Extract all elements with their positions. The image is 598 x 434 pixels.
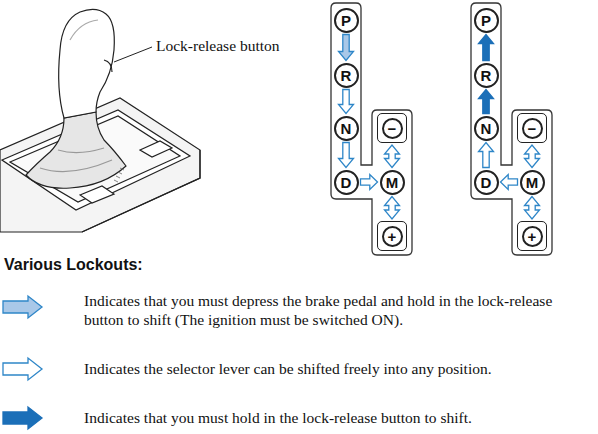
legend-arrow <box>3 358 42 380</box>
gear-letter: − <box>528 121 537 136</box>
gear-circle: N <box>334 116 359 141</box>
shift-button: + <box>517 221 547 251</box>
shift-arrow <box>479 143 494 168</box>
gear-letter: R <box>341 68 352 83</box>
gear-letter: + <box>388 229 397 244</box>
gear-letter: − <box>388 121 397 136</box>
shift-arrow <box>339 35 354 61</box>
gear-circle: M <box>520 170 545 195</box>
shift-arrow <box>385 145 400 168</box>
gear-letter: M <box>526 175 539 190</box>
shift-arrow <box>501 175 518 190</box>
legend-text: Indicates the selector lever can be shif… <box>84 359 594 378</box>
gear-circle: R <box>334 63 359 88</box>
shift-arrow <box>361 175 378 190</box>
shift-arrow <box>339 143 354 168</box>
gear-circle: P <box>334 8 359 33</box>
legend-sample <box>0 294 46 320</box>
shift-button: − <box>377 113 407 143</box>
shift-arrow <box>525 197 540 220</box>
legend-arrow <box>3 296 42 318</box>
shift-arrow <box>525 145 540 168</box>
button-ring: − <box>382 118 403 139</box>
legend-sample <box>0 356 46 382</box>
gear-letter: D <box>481 175 492 190</box>
gear-circle: N <box>474 116 499 141</box>
legend-text: Indicates that you must depress the brak… <box>84 291 594 329</box>
gear-letter: P <box>341 13 351 28</box>
legend-sample <box>0 405 46 431</box>
shift-arrow <box>479 35 494 61</box>
button-ring: + <box>382 226 403 247</box>
shift-arrow <box>479 90 494 114</box>
gear-letter: M <box>386 175 399 190</box>
leader-line <box>114 47 152 62</box>
gear-circle: D <box>474 170 499 195</box>
gear-letter: P <box>481 13 491 28</box>
legend-arrow <box>3 407 42 429</box>
gear-letter: D <box>341 175 352 190</box>
shift-button: + <box>377 221 407 251</box>
part-label: Lock-release button <box>156 37 280 55</box>
shift-arrow <box>385 197 400 220</box>
button-ring: − <box>522 118 543 139</box>
shift-gate <box>331 3 552 255</box>
gear-circle: R <box>474 63 499 88</box>
gear-circle: M <box>380 170 405 195</box>
legend-text: Indicates that you must hold in the lock… <box>84 408 594 427</box>
gear-letter: N <box>341 121 352 136</box>
gear-circle: D <box>334 170 359 195</box>
gear-letter: + <box>528 229 537 244</box>
gear-letter: R <box>481 68 492 83</box>
shift-arrow <box>339 90 354 114</box>
button-ring: + <box>522 226 543 247</box>
gear-circle: P <box>474 8 499 33</box>
legend-heading: Various Lockouts: <box>4 256 143 274</box>
gear-letter: N <box>481 121 492 136</box>
shift-button: − <box>517 113 547 143</box>
